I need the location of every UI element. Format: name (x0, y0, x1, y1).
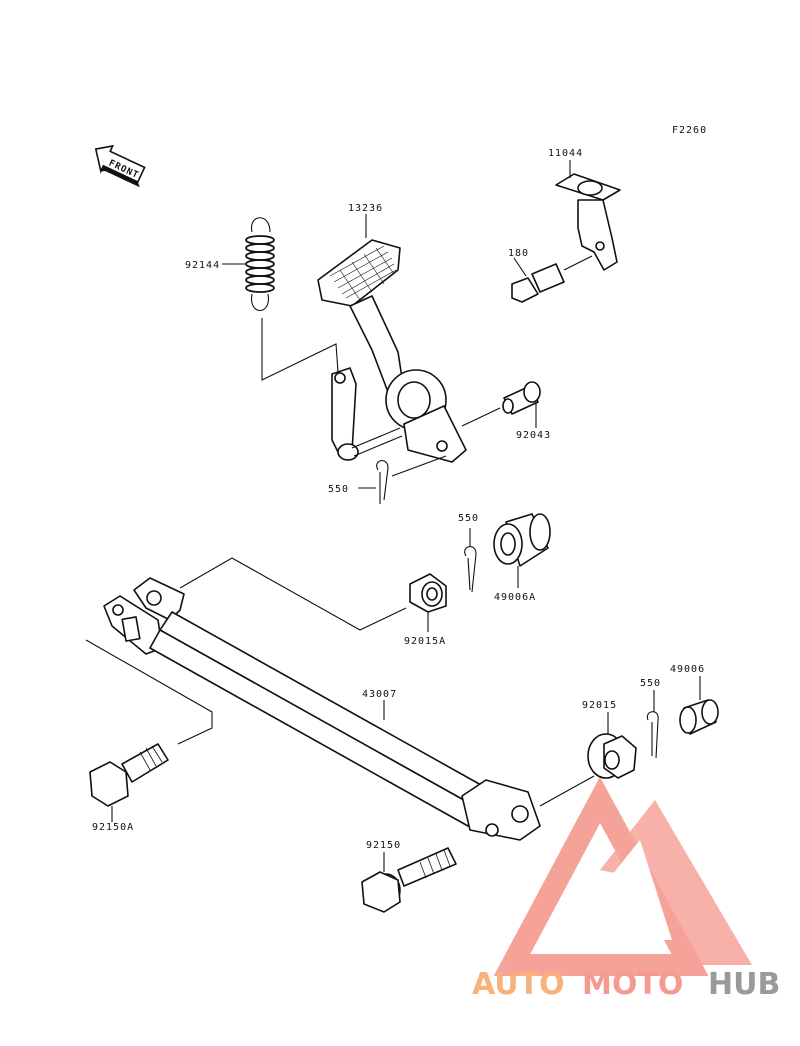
label-550-c: 550 (640, 678, 661, 689)
part-92150A-bolt (89, 743, 169, 822)
part-92043-pin (461, 381, 541, 428)
label-49006: 49006 (670, 664, 705, 675)
label-92150A: 92150A (92, 822, 134, 833)
label-49006A: 49006A (494, 592, 536, 603)
part-13236-brake-pedal (317, 214, 467, 463)
part-49006-collar (679, 676, 719, 735)
part-550-cotter-pin-c (646, 690, 659, 759)
part-180-bolt (511, 255, 593, 303)
watermark-part-auto: AUTO (472, 967, 565, 1002)
part-550-cotter-pin-b (464, 528, 477, 593)
label-43007: 43007 (362, 689, 397, 700)
label-92150: 92150 (366, 840, 401, 851)
part-550-cotter-pin-a (358, 455, 447, 504)
label-92015A: 92015A (404, 636, 446, 647)
part-92015A-nut (409, 573, 447, 632)
label-11044: 11044 (548, 148, 583, 159)
watermark-part-moto: MOTO (582, 967, 683, 1002)
label-92043: 92043 (516, 430, 551, 441)
watermark-logo (493, 776, 752, 976)
part-43007-brake-rod (85, 557, 595, 841)
watermark-text: AUTO MOTO HUB (472, 967, 780, 1002)
label-92015: 92015 (582, 700, 617, 711)
label-13236: 13236 (348, 203, 383, 214)
label-550-b: 550 (458, 513, 479, 524)
label-550-a: 550 (328, 484, 349, 495)
part-11044-bracket (555, 160, 621, 271)
part-92015-flange-nut (587, 712, 637, 779)
watermark-part-hub: HUB (708, 967, 780, 1002)
label-92144: 92144 (185, 260, 220, 271)
part-92144-spring (222, 217, 339, 381)
figure-code: F2260 (672, 125, 707, 136)
part-92150-bolt (361, 847, 457, 913)
label-180: 180 (508, 248, 529, 259)
part-49006A-collar (493, 513, 551, 588)
front-arrow-icon: FRONT (94, 144, 146, 188)
